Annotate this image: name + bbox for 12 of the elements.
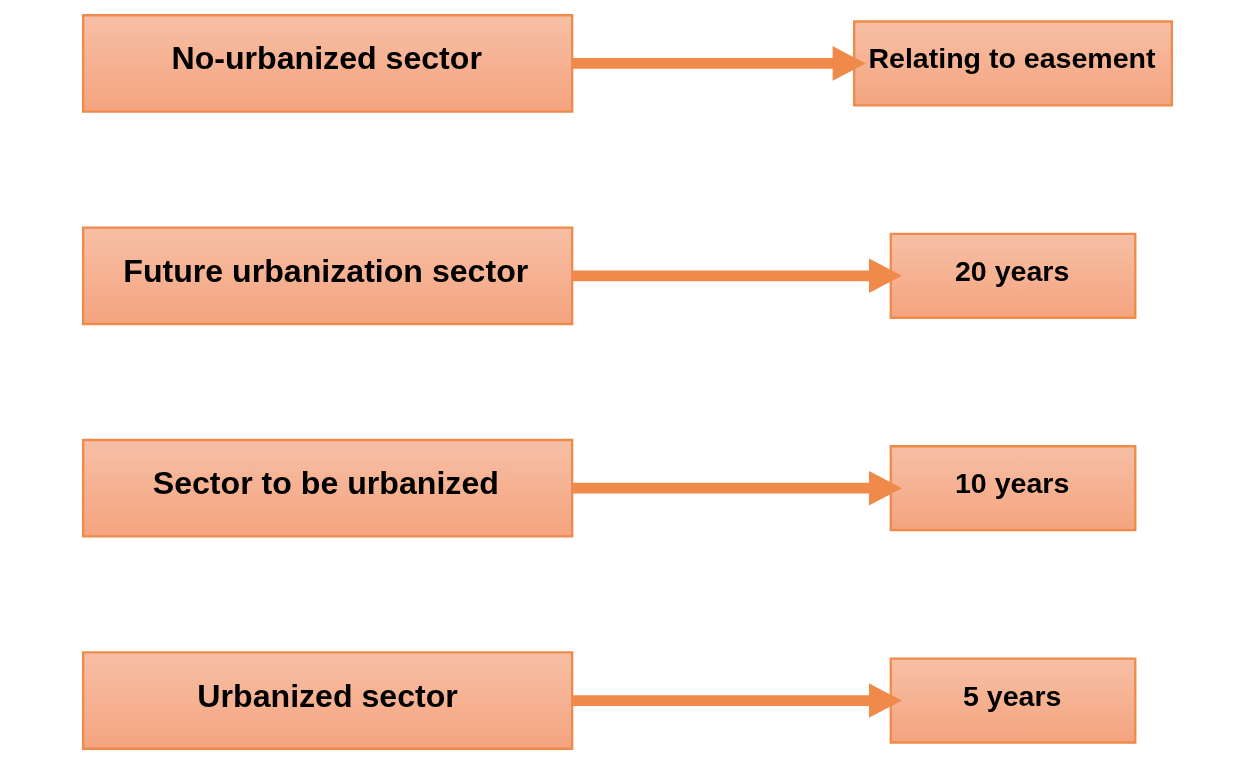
node-box: Future urbanization sector <box>81 226 573 326</box>
node-box: No-urbanized sector <box>81 14 573 113</box>
node-box: Sector to be urbanized <box>81 438 573 538</box>
arrow <box>571 683 902 718</box>
node-box: Relating to easement <box>852 20 1173 107</box>
node-box: Urbanized sector <box>81 651 573 750</box>
arrow <box>571 258 902 294</box>
arrow <box>571 46 866 81</box>
arrow <box>571 470 902 506</box>
node-box: 20 years <box>889 232 1136 319</box>
node-box: 10 years <box>889 445 1136 532</box>
node-box: 5 years <box>889 657 1136 744</box>
